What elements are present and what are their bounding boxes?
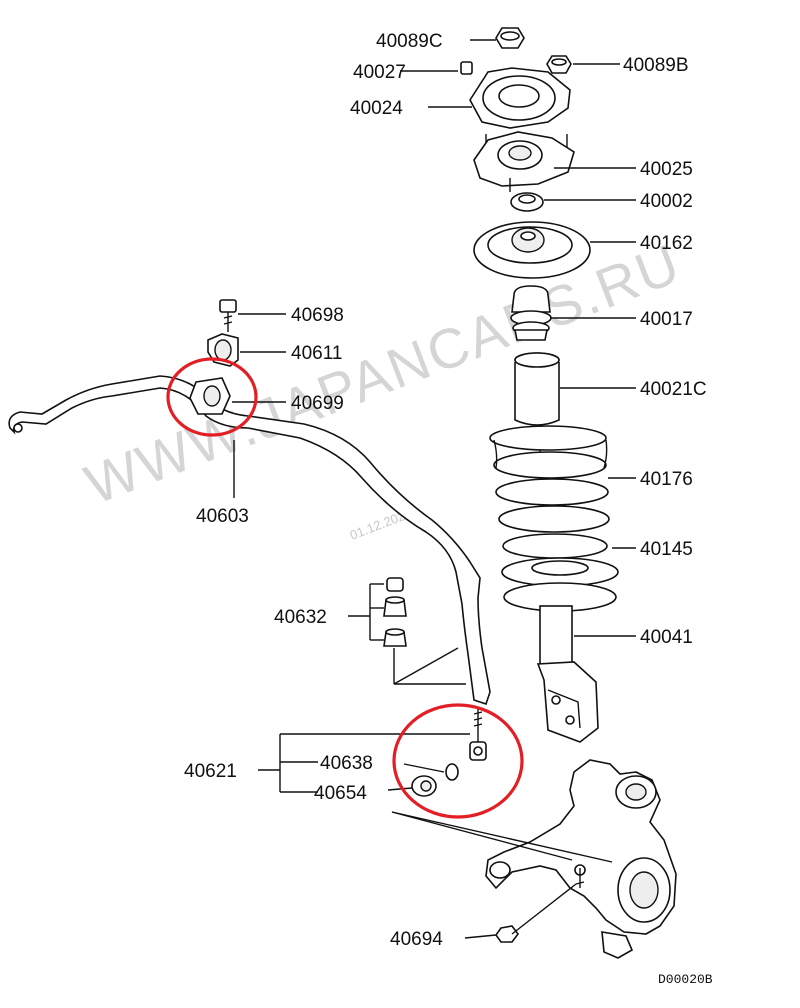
nut-40089b [546, 55, 572, 74]
part-label-40162: 40162 [640, 233, 693, 254]
part-label-40145: 40145 [640, 539, 693, 560]
bearing-40002 [510, 192, 544, 212]
nut-40694 [495, 925, 519, 943]
part-label-40176: 40176 [640, 469, 693, 490]
part-label-40021c: 40021C [640, 379, 707, 400]
plate-40024 [469, 67, 571, 129]
bump-stop-40017 [510, 285, 552, 341]
part-label-40621: 40621 [184, 761, 237, 782]
stabilizer-bar-40603 [8, 375, 491, 706]
part-label-40089b: 40089B [623, 55, 689, 76]
nut-40027 [460, 61, 473, 75]
nut-40089c [495, 27, 525, 49]
spring-seat-40162 [473, 221, 591, 279]
part-label-40017: 40017 [640, 309, 693, 330]
part-label-40632: 40632 [274, 607, 327, 628]
part-label-40638: 40638 [320, 753, 373, 774]
highlight-circle-bushing [166, 357, 258, 437]
dust-boot-40021c [514, 352, 560, 426]
strut-mount-40025 [473, 131, 575, 192]
part-label-40603: 40603 [196, 506, 249, 527]
part-label-40041: 40041 [640, 627, 693, 648]
highlight-circle-link [392, 703, 524, 819]
ring-40638 [445, 763, 459, 781]
part-label-40027: 40027 [353, 62, 406, 83]
part-label-40694: 40694 [390, 929, 443, 950]
leader-lines [232, 39, 636, 939]
part-label-40024: 40024 [350, 98, 403, 119]
bolt-40698 [219, 299, 237, 332]
spring-pad-40145 [501, 557, 619, 587]
diagram-code: D00020B [658, 972, 713, 987]
part-label-40698: 40698 [291, 305, 344, 326]
part-label-40611: 40611 [291, 343, 342, 364]
coil-spring-40176 [489, 425, 610, 559]
watermark-text: WWW.JAPANCARS.RU [77, 231, 689, 516]
part-label-40699: 40699 [291, 393, 344, 414]
part-label-40002: 40002 [640, 191, 693, 212]
part-label-40025: 40025 [640, 159, 693, 180]
bushing-40654 [411, 775, 437, 797]
bushings-40632 [383, 577, 407, 647]
shock-absorber-40041 [503, 582, 617, 743]
steering-knuckle [485, 759, 677, 959]
part-label-40089c: 40089C [376, 31, 443, 52]
link-rod-40621 [469, 708, 487, 761]
part-label-40654: 40654 [314, 783, 367, 804]
bushing-40699 [189, 377, 231, 415]
